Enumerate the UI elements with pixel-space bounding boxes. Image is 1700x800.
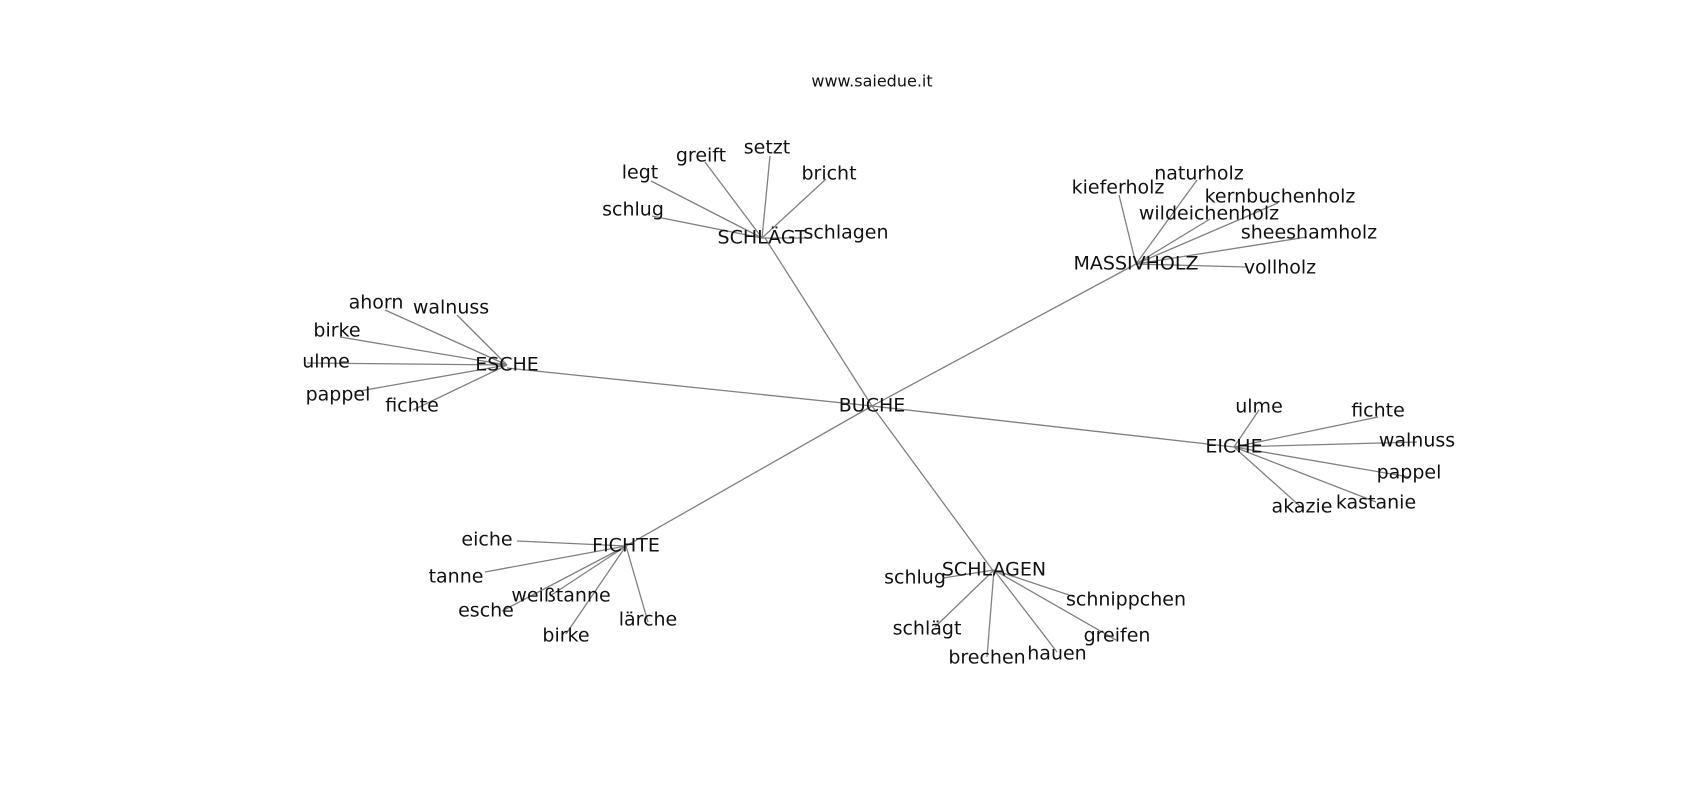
leaf-node-label: greift (676, 145, 726, 167)
leaf-node-label: naturholz (1154, 163, 1244, 185)
leaf-node-label: birke (313, 320, 360, 342)
edge-schlagen-leaf (986, 569, 995, 658)
leaf-node-label: walnuss (1379, 430, 1455, 452)
edge-fichte-leaf (549, 545, 627, 597)
edge-massivholz-leaf (1135, 236, 1308, 265)
edge-center-esche (506, 367, 873, 407)
hub-node-label-massivholz: MASSIVHOLZ (1074, 253, 1199, 275)
edge-center-schlagen (871, 405, 995, 573)
edge-schlagen-leaf (993, 569, 1058, 653)
leaf-node-label: schlug (602, 199, 664, 221)
edge-center-fichte (625, 405, 873, 547)
graph-labels: www.saiedue.it SCHLÄGT legt greift setzt bri… (302, 72, 1455, 669)
leaf-node-label: birke (542, 625, 589, 647)
edge-schlaegt-leaf (650, 180, 763, 239)
edge-fichte-leaf (565, 545, 627, 635)
edge-schlagen-leaf (993, 569, 1076, 598)
edge-schlagen-leaf (934, 569, 995, 628)
hub-node-label-schlagen: SCHLAGEN (942, 559, 1046, 581)
leaf-node-label: legt (622, 162, 658, 184)
edge-schlagen-leaf (993, 569, 1117, 641)
edge-schlaegt-leaf (704, 161, 763, 239)
center-node-label: BUCHE (839, 395, 906, 417)
leaf-node-label: fichte (385, 395, 439, 417)
leaf-node-label: esche (458, 600, 514, 622)
leaf-node-label: schlagen (803, 222, 888, 244)
leaf-node-label: lärche (619, 609, 678, 631)
edge-esche-leaf (456, 314, 508, 366)
leaf-node-label: schnippchen (1066, 589, 1186, 611)
edge-fichte-leaf (484, 545, 627, 573)
leaf-node-label: ahorn (349, 292, 404, 314)
leaf-node-label: schlug (884, 567, 946, 589)
leaf-node-label: pappel (306, 384, 371, 406)
edge-eiche-leaf (1233, 441, 1418, 448)
leaf-node-label: setzt (744, 137, 790, 159)
leaf-node-label: greifen (1084, 625, 1151, 647)
edge-eiche-leaf (1233, 446, 1410, 478)
edge-eiche-leaf (1233, 446, 1303, 509)
edge-eiche-leaf (1233, 446, 1377, 503)
edge-fichte-leaf (625, 545, 649, 623)
leaf-node-label: ulme (1235, 396, 1283, 418)
edge-center-massivholz (871, 263, 1137, 407)
source-label: www.saiedue.it (811, 72, 932, 91)
leaf-node-label: hauen (1027, 643, 1086, 665)
hub-node-label-eiche: EICHE (1205, 436, 1262, 458)
edge-esche-leaf (339, 336, 508, 366)
edge-massivholz-leaf (1135, 202, 1279, 265)
leaf-node-label: pappel (1377, 462, 1442, 484)
edge-fichte-leaf (501, 545, 627, 612)
edge-esche-leaf (353, 364, 508, 393)
hub-node-label-schlaegt: SCHLÄGT (718, 226, 807, 249)
hub-node-label-fichte: FICHTE (592, 535, 660, 557)
leaf-node-label: kastanie (1336, 492, 1416, 514)
edge-schlaegt-leaf (761, 178, 827, 239)
edge-center-schlaegt (764, 237, 873, 407)
edge-massivholz-leaf (1135, 179, 1198, 265)
edge-schlaegt-leaf (651, 215, 763, 239)
edge-esche-leaf (412, 364, 508, 411)
edge-center-eiche (871, 405, 1235, 448)
edge-esche-leaf (306, 362, 508, 366)
edge-schlaegt-leaf (761, 155, 771, 239)
leaf-node-label: schlägt (893, 618, 962, 640)
leaf-node-label: wildeichenholz (1139, 203, 1279, 225)
leaf-node-label: ulme (302, 351, 350, 373)
edge-massivholz-leaf (1135, 263, 1247, 268)
hub-node-label-esche: ESCHE (475, 354, 539, 376)
edge-fichte-leaf (516, 540, 627, 547)
leaf-node-label: kieferholz (1072, 177, 1165, 199)
leaf-node-label: kernbuchenholz (1205, 186, 1356, 208)
leaf-node-label: akazie (1272, 496, 1333, 518)
edge-eiche-leaf (1233, 409, 1260, 448)
edge-massivholz-leaf (1118, 194, 1137, 265)
edge-massivholz-leaf (1135, 218, 1211, 265)
graph-edges (306, 155, 1418, 658)
leaf-node-label: bricht (801, 163, 856, 185)
leaf-node-label: eiche (461, 529, 512, 551)
edge-eiche-leaf (1233, 416, 1379, 448)
leaf-node-label: brechen (948, 647, 1025, 669)
leaf-node-label: vollholz (1244, 257, 1316, 279)
leaf-node-label: sheeshamholz (1241, 222, 1377, 244)
leaf-node-label: walnuss (413, 297, 489, 319)
leaf-node-label: weißtanne (511, 585, 610, 607)
edge-schlagen-leaf (942, 569, 995, 579)
leaf-node-label: tanne (429, 566, 484, 588)
leaf-node-label: fichte (1351, 400, 1405, 422)
edge-esche-leaf (384, 309, 508, 366)
